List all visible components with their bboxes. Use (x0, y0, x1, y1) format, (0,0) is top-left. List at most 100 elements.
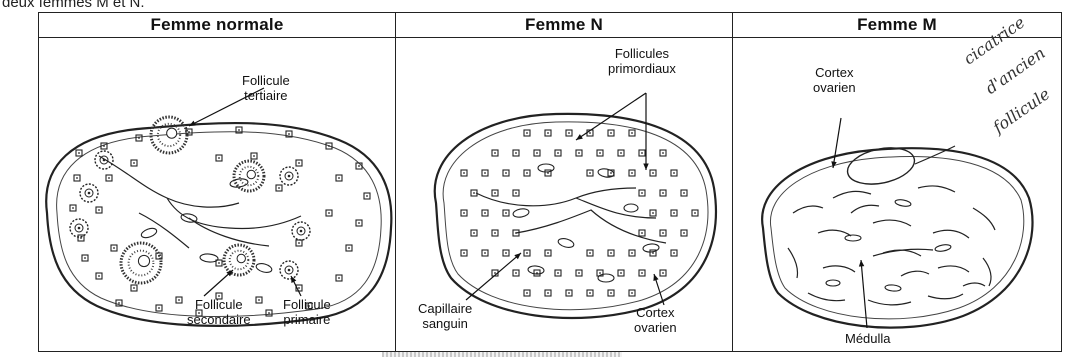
panel-femme-m: Femme M Cortex ovarien Médulla cicatrice… (733, 13, 1061, 351)
primordial-follicle-n-49-dot (589, 252, 591, 254)
label-cortex-ovarien-m: Cortex ovarien (813, 65, 856, 95)
primordial-follicle-n-58-dot (578, 272, 580, 274)
primordial-follicle-n-21-dot (589, 172, 591, 174)
blood-vessel-network-normal (99, 156, 301, 248)
primordial-follicle-n-14-dot (641, 152, 643, 154)
primordial-follicle-normal-13-dot (253, 155, 255, 157)
label-follicule-secondaire: Follicule secondaire (187, 297, 251, 327)
primordial-follicle-normal-3-dot (138, 137, 140, 139)
intro-text-fragment: deux femmes M et N. (2, 0, 145, 11)
stroma-fiber-m-10 (823, 266, 855, 272)
primary-follicle-3-nucleus (88, 192, 91, 195)
primordial-follicle-normal-33-dot (298, 287, 300, 289)
arrow-cortex-ovarien-m (833, 118, 841, 168)
stroma-fiber-m-4 (973, 208, 995, 230)
primordial-follicle-n-30-dot (662, 192, 664, 194)
primordial-follicle-n-25-dot (673, 172, 675, 174)
primordial-follicle-normal-18-dot (98, 209, 100, 211)
primordial-follicle-normal-8-dot (358, 165, 360, 167)
stroma-cell-normal-4 (140, 227, 158, 240)
primordial-follicle-normal-9-dot (76, 177, 78, 179)
primordial-follicle-n-66-dot (589, 292, 591, 294)
primordial-follicle-normal-28-dot (98, 275, 100, 277)
primordial-follicle-normal-25-dot (218, 262, 220, 264)
primordial-follicle-n-23-dot (631, 172, 633, 174)
primordial-follicle-n-54-dot (494, 272, 496, 274)
primordial-follicle-n-42-dot (662, 232, 664, 234)
primordial-follicle-n-48-dot (547, 252, 549, 254)
primordial-follicle-n-53-dot (673, 252, 675, 254)
primordial-follicle-normal-27-dot (348, 247, 350, 249)
primordial-follicle-n-55-dot (515, 272, 517, 274)
primordial-follicle-normal-17-dot (72, 207, 74, 209)
primordial-follicle-n-22-dot (610, 172, 612, 174)
stroma-fiber-m-6 (818, 230, 851, 236)
primordial-follicle-n-64-dot (547, 292, 549, 294)
primordial-follicle-n-43-dot (683, 232, 685, 234)
primordial-follicle-normal-21-dot (358, 222, 360, 224)
primordial-follicle-n-8-dot (515, 152, 517, 154)
secondary-follicle-2-oocyte (237, 254, 245, 262)
primordial-follicle-n-37-dot (694, 212, 696, 214)
primordial-follicle-normal-7-dot (328, 145, 330, 147)
primordial-follicle-n-26-dot (473, 192, 475, 194)
label-follicules-primordiaux: Follicules primordiaux (608, 46, 676, 76)
primordial-follicle-normal-1-dot (78, 152, 80, 154)
primordial-follicle-n-12-dot (599, 152, 601, 154)
primordial-follicle-normal-38-dot (268, 312, 270, 314)
panel-title-femme-n: Femme N (396, 13, 732, 38)
arrow-cortex-ovarien-n-head (653, 274, 658, 281)
primordial-follicle-n-46-dot (505, 252, 507, 254)
primordial-follicle-normal-16-dot (366, 195, 368, 197)
stroma-cell-normal-5 (200, 253, 219, 263)
stroma-cell-normal-3 (255, 262, 273, 274)
primordial-follicle-n-5-dot (610, 132, 612, 134)
primordial-follicle-n-63-dot (526, 292, 528, 294)
primordial-follicle-normal-5-dot (238, 129, 240, 131)
primordial-follicle-normal-2-dot (103, 145, 105, 147)
primordial-follicle-n-13-dot (620, 152, 622, 154)
tertiary-follicle-2-oocyte (138, 255, 149, 266)
primordial-follicle-n-60-dot (620, 272, 622, 274)
tertiary-follicle-1-oocyte (167, 128, 177, 138)
primary-follicle-4-nucleus (78, 227, 81, 230)
primordial-follicle-n-67-dot (610, 292, 612, 294)
primordial-follicle-n-6-dot (631, 132, 633, 134)
primordial-follicle-n-18-dot (505, 172, 507, 174)
primordial-follicle-n-50-dot (610, 252, 612, 254)
stroma-fiber-m-17 (901, 271, 929, 276)
stroma-fiber-m-15 (928, 294, 963, 299)
stroma-cell-n-5 (557, 237, 575, 249)
stroma-fiber-m-7 (873, 220, 911, 226)
primordial-follicle-n-2-dot (547, 132, 549, 134)
stroma-fiber-m-11 (883, 250, 921, 256)
label-follicule-primaire: Follicule primaire (283, 297, 331, 327)
stroma-cell-m-1 (845, 235, 861, 241)
primordial-follicle-n-41-dot (641, 232, 643, 234)
scan-artifact-strip (382, 352, 622, 357)
stroma-fiber-m-8 (933, 230, 969, 238)
stroma-cell-n-6 (643, 243, 660, 252)
stroma-fiber-m-9 (983, 258, 991, 286)
primordial-follicle-n-44-dot (463, 252, 465, 254)
stroma-fiber-m-5 (788, 248, 798, 278)
panel-femme-normale: Femme normale Follicule tertiaire Follic… (39, 13, 396, 351)
primordial-follicle-n-24-dot (652, 172, 654, 174)
stroma-cell-normal-2 (230, 178, 249, 188)
stroma-fiber-m-12 (938, 266, 969, 272)
stroma-fiber-m-2 (833, 191, 871, 198)
primordial-follicle-normal-20-dot (328, 212, 330, 214)
secondary-follicle-1-oocyte (247, 170, 255, 178)
primordial-follicle-n-38-dot (473, 232, 475, 234)
primordial-follicle-n-61-dot (641, 272, 643, 274)
stroma-cell-n-2 (597, 168, 614, 179)
primordial-follicle-normal-32-dot (258, 299, 260, 301)
primordial-follicle-n-29-dot (641, 192, 643, 194)
stroma-fiber-m-3 (918, 186, 955, 192)
primordial-follicle-n-16-dot (463, 172, 465, 174)
primordial-follicle-normal-19-dot (278, 187, 280, 189)
primordial-follicle-normal-14-dot (298, 162, 300, 164)
primordial-follicle-n-51-dot (631, 252, 633, 254)
ovary-comparison-figure: Femme normale Follicule tertiaire Follic… (38, 12, 1062, 352)
primordial-follicle-normal-4-dot (188, 131, 190, 133)
